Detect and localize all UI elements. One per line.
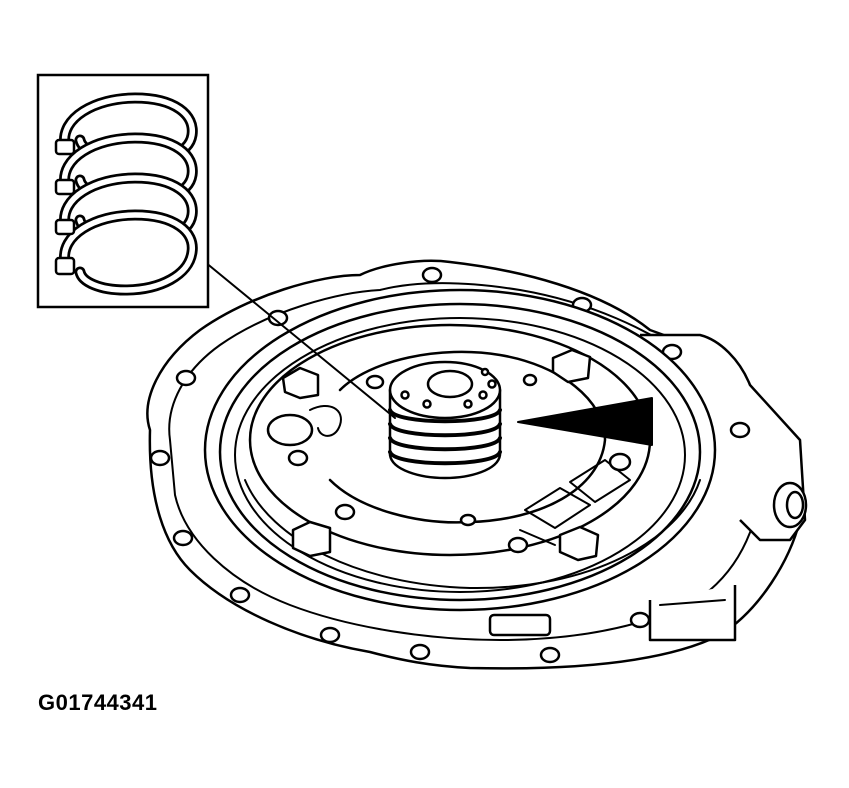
pump-hub (388, 360, 502, 480)
side-plug (772, 481, 808, 529)
figure-id-label: G01744341 (38, 690, 158, 715)
seal-ring-grooves (388, 408, 502, 466)
friction-segments (519, 459, 631, 546)
seal-ring-detail-inset (36, 73, 210, 309)
plate-holes (266, 373, 632, 554)
hub-oil-holes (400, 367, 497, 409)
plate-lugs (281, 348, 600, 562)
seal-ring-coils (54, 92, 198, 296)
callout-arrow-icon (517, 397, 653, 446)
flange-bolt-holes (149, 266, 751, 664)
leader-line (204, 261, 396, 419)
